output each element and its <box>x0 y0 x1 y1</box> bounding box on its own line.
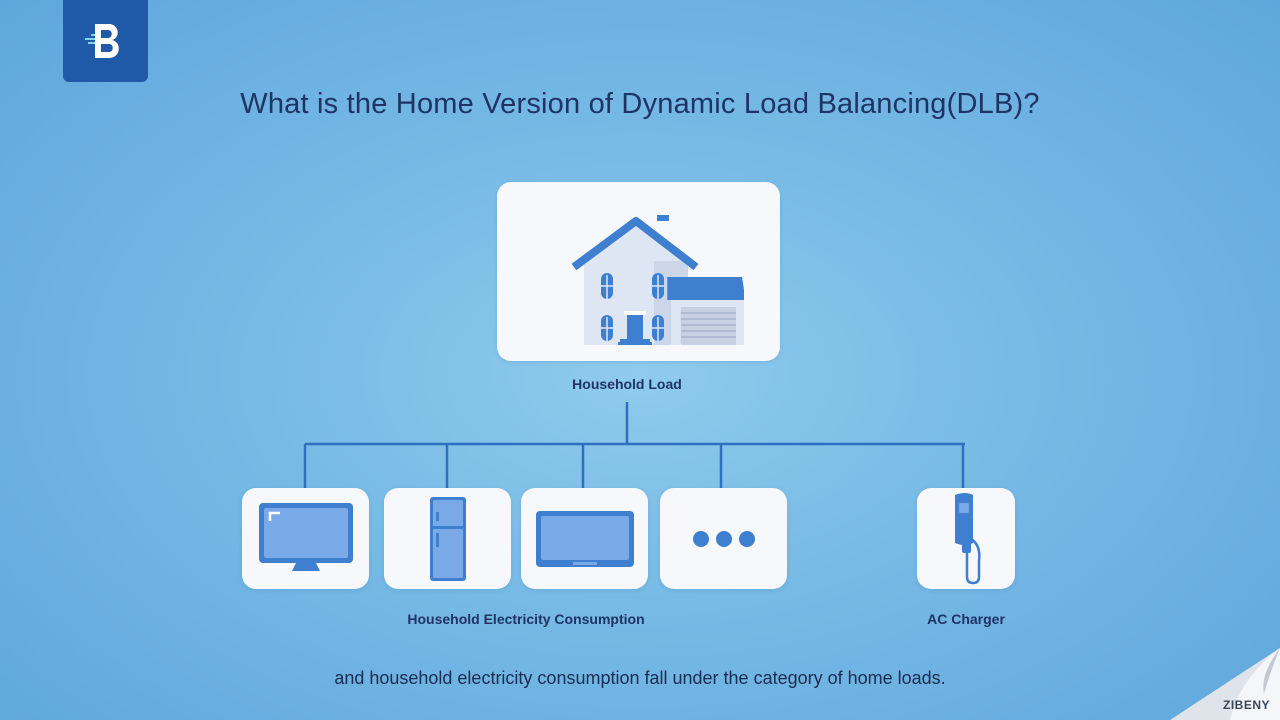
more-appliances-card <box>660 488 787 589</box>
logo-b-icon <box>84 24 119 58</box>
ev-charger-icon <box>955 493 981 585</box>
more-dots-icon <box>692 530 755 547</box>
household-load-card <box>497 182 780 361</box>
fridge-card <box>384 488 511 589</box>
brand-logo <box>63 0 148 82</box>
microwave-card <box>521 488 648 589</box>
ac-charger-card <box>917 488 1015 589</box>
fridge-icon <box>429 496 466 581</box>
household-load-label: Household Load <box>572 376 682 392</box>
subtitle-caption: and household electricity consumption fa… <box>334 668 946 688</box>
tv-icon <box>258 502 353 571</box>
house-icon <box>571 214 744 345</box>
page-title: What is the Home Version of Dynamic Load… <box>240 88 1040 120</box>
page-curl-corner <box>1170 648 1280 720</box>
brand-watermark: ZIBENY <box>1222 698 1270 712</box>
ac-charger-label: AC Charger <box>927 611 1005 627</box>
microwave-icon <box>535 510 634 567</box>
tv-card <box>242 488 369 589</box>
household-consumption-label: Household Electricity Consumption <box>407 611 645 627</box>
